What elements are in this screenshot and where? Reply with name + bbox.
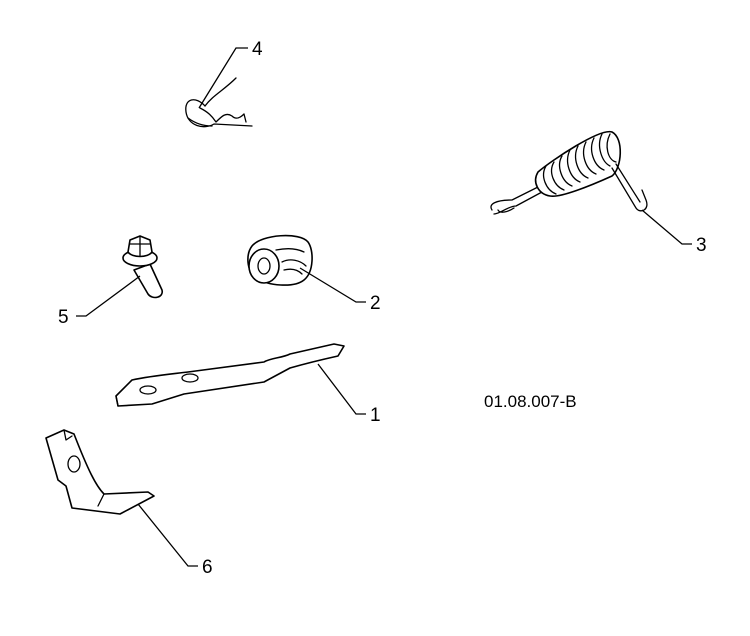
- part-4-hairpin-clip: [185, 77, 253, 128]
- reference-code: 01.08.007-B: [484, 392, 577, 411]
- leader-1: [317, 363, 366, 415]
- leader-5: [76, 275, 141, 317]
- callout-4: 4: [252, 39, 263, 60]
- callout-2: 2: [370, 293, 381, 314]
- part-3-extension-spring: [490, 131, 648, 215]
- part-6-angle-bracket: [45, 429, 155, 515]
- callout-1: 1: [370, 405, 381, 426]
- leader-lines: [76, 47, 692, 567]
- leader-4: [198, 47, 248, 109]
- part-2-bushing: [247, 234, 313, 286]
- part-1-flat-bracket: [115, 343, 345, 407]
- callout-5: 5: [58, 307, 69, 328]
- callout-6: 6: [202, 557, 213, 578]
- part-5-flange-bolt: [122, 235, 163, 299]
- leader-2: [299, 267, 366, 303]
- leader-6: [137, 503, 198, 567]
- leader-3: [641, 209, 692, 245]
- callout-3: 3: [696, 235, 707, 256]
